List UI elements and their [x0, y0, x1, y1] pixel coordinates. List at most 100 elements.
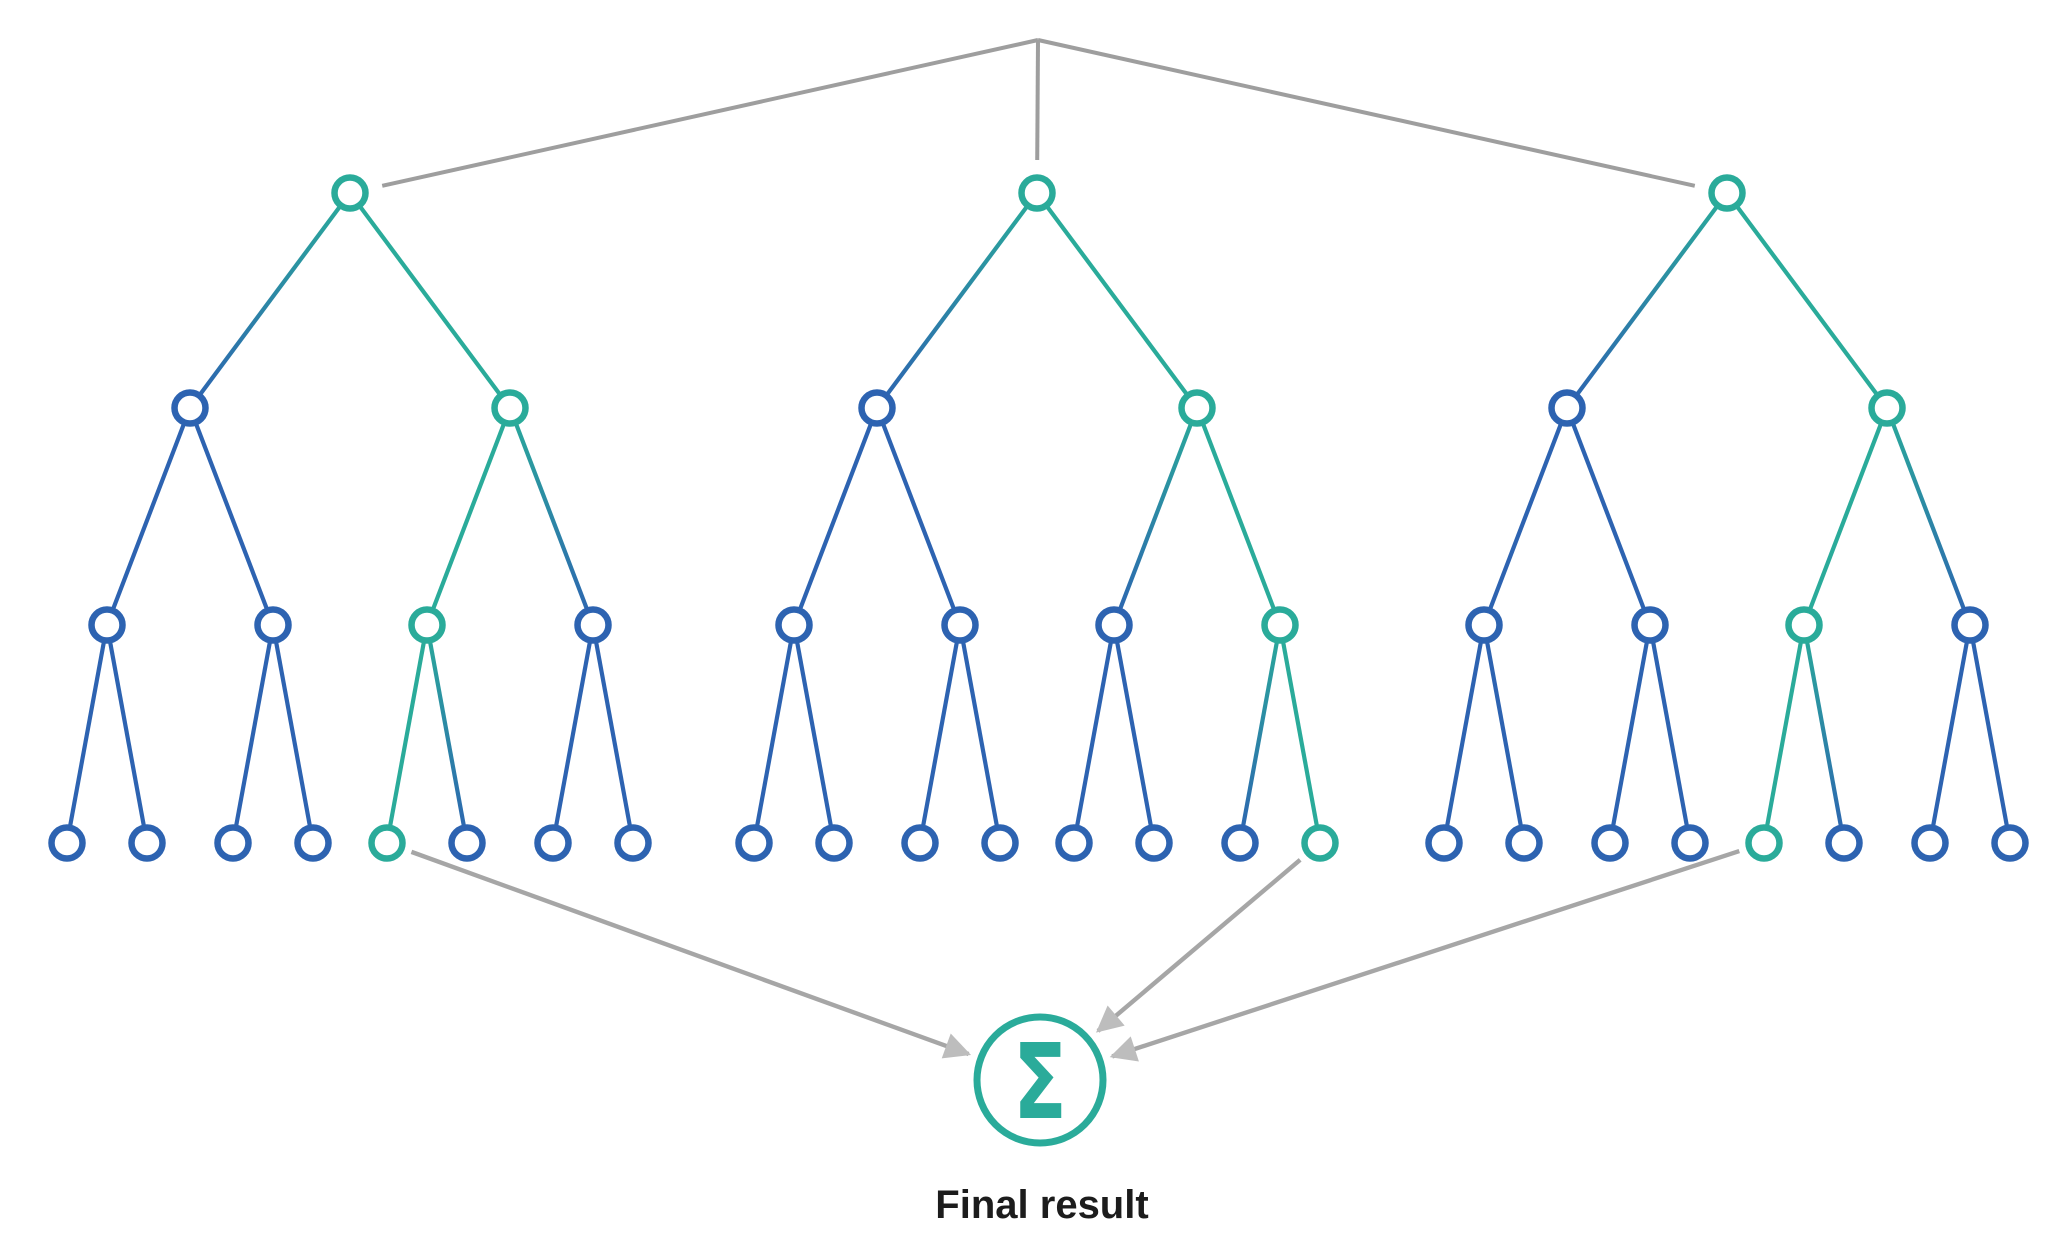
tree-2-edge-RR-RRR	[1277, 624, 1323, 844]
tree-1-edge-RL-RLL	[384, 624, 430, 844]
tree-2-node-RLR	[1135, 824, 1173, 862]
tree-2-node-RR	[1261, 606, 1299, 644]
tree-2-node-LLL	[735, 824, 773, 862]
tree-2-edge-root-R	[1035, 191, 1199, 410]
tree-1-node-RLR	[448, 824, 486, 862]
tree-2-node-RRR	[1301, 824, 1339, 862]
tree-3-node-RRL	[1911, 824, 1949, 862]
tree-1-edge-L-LR	[188, 407, 275, 626]
tree-3-node-LRL	[1591, 824, 1629, 862]
tree-3-edge-RL-RLR	[1801, 624, 1847, 844]
tree-3-edge-RR-RRL	[1927, 624, 1973, 844]
tree-1-edge-LL-LLR	[104, 624, 150, 844]
sum-circle	[973, 1013, 1107, 1147]
tree-3-aggregation-arrow	[1109, 848, 1740, 1062]
tree-3-edge-LL-LLL	[1441, 624, 1487, 844]
tree-2-edge-LR-LRR	[957, 624, 1003, 844]
tree-1-edge-LL-LLL	[64, 624, 110, 844]
tree-3-node-LLL	[1425, 824, 1463, 862]
root-connector-lines	[381, 38, 1696, 188]
tree-1-edge-RL-RLR	[424, 624, 470, 844]
tree-2-node-LRL	[901, 824, 939, 862]
tree-3-node-LRR	[1671, 824, 1709, 862]
root-connector-line	[381, 38, 1039, 188]
tree-1-edge-L-LL	[105, 407, 192, 626]
tree-3-node-RLL	[1745, 824, 1783, 862]
tree-1-node-LR	[254, 606, 292, 644]
tree-2-edge-R-RL	[1112, 407, 1199, 626]
tree-1	[48, 174, 652, 862]
tree-2-edge-RR-RRL	[1237, 624, 1283, 844]
tree-3-edge-LL-LLR	[1481, 624, 1527, 844]
tree-1-edge-root-L	[188, 191, 352, 410]
tree-3-node-root	[1708, 174, 1746, 212]
tree-2-node-R	[1178, 389, 1216, 427]
tree-2-node-LR	[941, 606, 979, 644]
root-connector-line	[1037, 38, 1696, 188]
tree-3	[1425, 174, 2029, 862]
tree-3-edge-RR-RRR	[1967, 624, 2013, 844]
tree-1-node-RRR	[614, 824, 652, 862]
tree-1-node-RLL	[368, 824, 406, 862]
aggregation-arrows	[410, 848, 1740, 1062]
tree-1-node-R	[491, 389, 529, 427]
tree-3-node-LR	[1631, 606, 1669, 644]
tree-3-edge-RL-RLL	[1761, 624, 1807, 844]
tree-1-node-RL	[408, 606, 446, 644]
tree-3-node-RLR	[1825, 824, 1863, 862]
tree-3-edge-R-RR	[1885, 407, 1972, 626]
tree-1-edge-root-R	[348, 191, 512, 410]
final-result-label: Final result	[935, 1183, 1148, 1227]
tree-1-edge-RR-RRL	[550, 624, 596, 844]
tree-3-node-LLR	[1505, 824, 1543, 862]
tree-1-node-RR	[574, 606, 612, 644]
tree-2-edge-RL-RLR	[1111, 624, 1157, 844]
tree-1-node-LL	[88, 606, 126, 644]
root-connector-line	[1035, 39, 1040, 161]
sigma-symbol: Σ	[1013, 1021, 1067, 1143]
decision-trees	[48, 174, 2029, 862]
tree-1-node-root	[331, 174, 369, 212]
tree-2-edge-RL-RLL	[1071, 624, 1117, 844]
tree-2-node-LRR	[981, 824, 1019, 862]
tree-2	[735, 174, 1339, 862]
tree-3-edge-root-L	[1565, 191, 1729, 410]
tree-1-edge-R-RL	[425, 407, 512, 626]
tree-2-node-LLR	[815, 824, 853, 862]
tree-2-node-RL	[1095, 606, 1133, 644]
tree-1-aggregation-arrow	[410, 849, 972, 1059]
sum-node: Σ Final result	[935, 1013, 1149, 1227]
tree-3-node-LL	[1465, 606, 1503, 644]
tree-3-node-L	[1548, 389, 1586, 427]
tree-2-node-RLL	[1055, 824, 1093, 862]
tree-3-edge-LR-LRR	[1647, 624, 1693, 844]
tree-3-edge-L-LR	[1565, 407, 1652, 626]
tree-3-node-R	[1868, 389, 1906, 427]
tree-1-node-RRL	[534, 824, 572, 862]
tree-2-aggregation-arrow	[1095, 858, 1302, 1033]
tree-2-edge-LL-LLR	[791, 624, 837, 844]
tree-3-edge-R-RL	[1802, 407, 1889, 626]
tree-2-node-LL	[775, 606, 813, 644]
tree-2-edge-LR-LRL	[917, 624, 963, 844]
tree-2-node-root	[1018, 174, 1056, 212]
tree-1-node-LRR	[294, 824, 332, 862]
tree-1-node-LLL	[48, 824, 86, 862]
tree-2-node-L	[858, 389, 896, 427]
tree-3-edge-root-R	[1725, 191, 1889, 410]
tree-2-edge-LL-LLL	[751, 624, 797, 844]
tree-3-edge-LR-LRL	[1607, 624, 1653, 844]
tree-2-edge-L-LR	[875, 407, 962, 626]
tree-1-node-LLR	[128, 824, 166, 862]
tree-3-node-RRR	[1991, 824, 2029, 862]
tree-1-edge-LR-LRL	[230, 624, 276, 844]
tree-1-edge-LR-LRR	[270, 624, 316, 844]
tree-3-node-RR	[1951, 606, 1989, 644]
tree-1-edge-R-RR	[508, 407, 595, 626]
tree-3-node-RL	[1785, 606, 1823, 644]
tree-2-edge-root-L	[875, 191, 1039, 410]
tree-1-edge-RR-RRR	[590, 624, 636, 844]
tree-1-node-LRL	[214, 824, 252, 862]
